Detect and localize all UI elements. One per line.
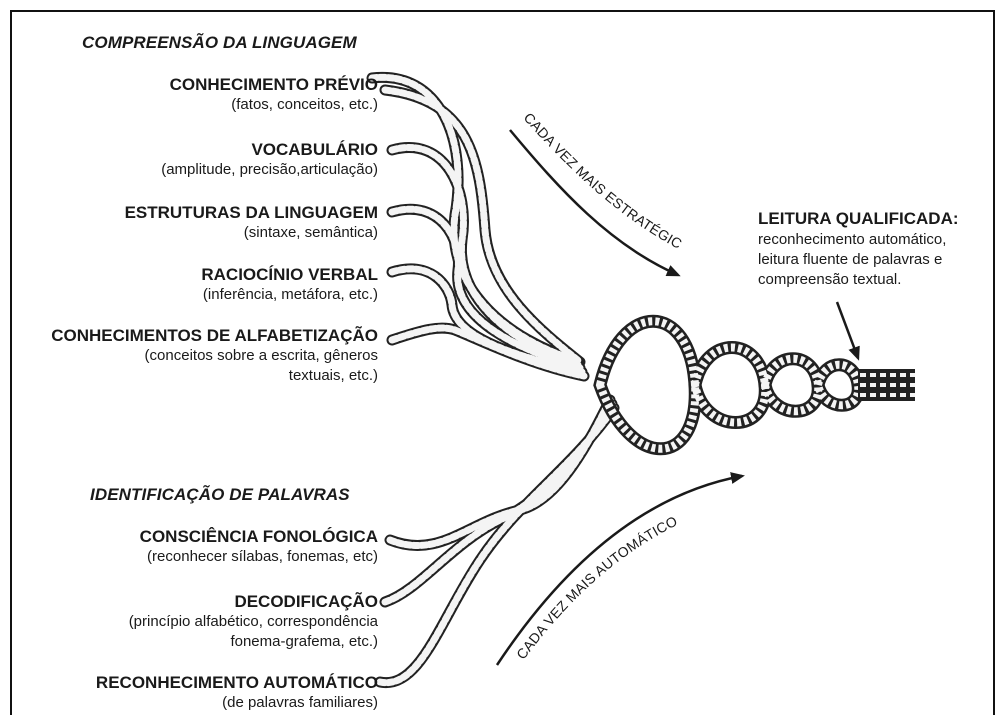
section-title-word-recognition: IDENTIFICAÇÃO DE PALAVRAS xyxy=(90,485,350,505)
strand-label-language-structures: ESTRUTURAS DA LINGUAGEM (sintaxe, semânt… xyxy=(125,203,378,243)
strand-label-phonological-awareness: CONSCIÊNCIA FONOLÓGICA (reconhecer sílab… xyxy=(140,527,378,567)
braid-loops xyxy=(600,321,915,449)
rope-tail xyxy=(858,375,915,395)
strand-label-decoding: DECODIFICAÇÃO (princípio alfabético, cor… xyxy=(129,592,378,652)
skilled-reading-label: LEITURA QUALIFICADA: reconhecimento auto… xyxy=(758,208,959,290)
strand-label-vocabulary: VOCABULÁRIO (amplitude, precisão,articul… xyxy=(161,140,378,180)
result-pointer-arrow xyxy=(837,302,858,358)
section-title-language: COMPREENSÃO DA LINGUAGEM xyxy=(82,33,357,53)
strand-label-background-knowledge: CONHECIMENTO PRÉVIO (fatos, conceitos, e… xyxy=(170,75,378,115)
strand-label-literacy-knowledge: CONHECIMENTOS DE ALFABETIZAÇÃO (conceito… xyxy=(51,326,378,386)
automatic-arrow-label: CADA VEZ MAIS AUTOMÁTICO xyxy=(513,513,680,663)
lower-strands xyxy=(380,400,614,683)
upper-strands xyxy=(372,77,584,376)
strand-label-sight-recognition: RECONHECIMENTO AUTOMÁTICO (de palavras f… xyxy=(96,673,378,713)
strand-label-verbal-reasoning: RACIOCÍNIO VERBAL (inferência, metáfora,… xyxy=(201,265,378,305)
